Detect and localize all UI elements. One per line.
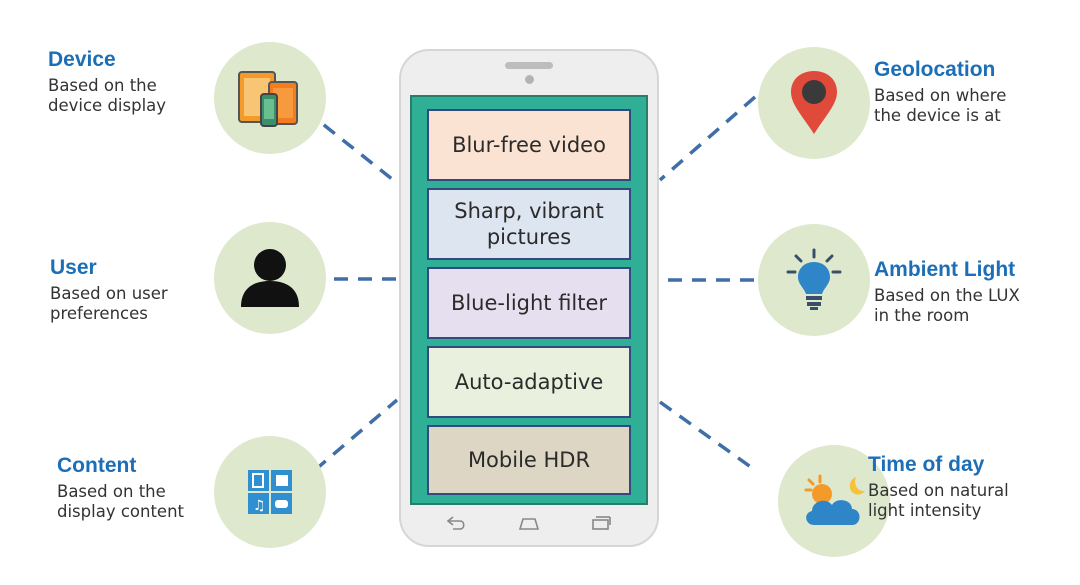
factor-content: Content Based on the display content [57, 454, 184, 522]
feature-box: Sharp, vibrant pictures [427, 188, 631, 260]
feature-label: Auto-adaptive [454, 370, 604, 394]
person-icon [241, 249, 299, 307]
content-circle: ♫ [214, 436, 326, 548]
home-icon[interactable] [517, 513, 541, 533]
factor-user: User Based on user preferences [50, 256, 168, 324]
lightbulb-icon [786, 248, 842, 310]
factor-title: Geolocation [874, 58, 996, 81]
feature-box: Auto-adaptive [427, 346, 631, 418]
user-circle [214, 222, 326, 334]
feature-label: Mobile HDR [467, 448, 591, 472]
connector-geolocation [658, 95, 757, 182]
feature-box: Blue-light filter [427, 267, 631, 339]
phone-screen: Blur-free video Sharp, vibrant pictures … [410, 95, 648, 505]
factor-description-line: Based on natural [868, 481, 1009, 500]
factor-title: Device [48, 48, 116, 71]
factor-description-line: device display [48, 96, 167, 115]
factor-device: Device Based on the device display [48, 48, 166, 116]
factor-description-line: Based on the [57, 482, 166, 501]
media-content-icon: ♫ [248, 470, 292, 514]
time-of-day-circle [778, 445, 890, 557]
factor-geolocation: Geolocation Based on where the device is… [874, 58, 1006, 126]
feature-box: Mobile HDR [427, 425, 631, 495]
factor-description-line: light intensity [868, 501, 982, 520]
factor-title: User [50, 256, 97, 279]
factor-description-line: Based on user [50, 284, 168, 303]
geolocation-circle [758, 47, 870, 159]
factor-description-line: preferences [50, 304, 148, 323]
svg-text:♫: ♫ [253, 498, 266, 514]
phone-speaker [505, 62, 553, 69]
factor-description-line: Based on where [874, 86, 1007, 105]
factor-title: Time of day [868, 453, 985, 476]
feature-box: Blur-free video [427, 109, 631, 181]
factor-description-line: display content [57, 502, 185, 521]
factor-time-of-day: Time of day Based on natural light inten… [868, 453, 1009, 521]
factor-title: Content [57, 454, 137, 477]
phone-camera [525, 75, 534, 84]
factor-ambient-light: Ambient Light Based on the LUX in the ro… [874, 258, 1020, 326]
factor-description-line: Based on the LUX [874, 286, 1020, 305]
feature-label: Blur-free video [452, 133, 606, 157]
sun-cloud-icon [804, 474, 865, 525]
ambient-light-circle [758, 224, 870, 336]
factor-description-line: Based on the [48, 76, 157, 95]
phone-nav-bar [401, 513, 657, 541]
feature-label: Blue-light filter [450, 291, 608, 315]
devices-icon [238, 71, 298, 127]
recents-icon[interactable] [589, 513, 613, 533]
factor-title: Ambient Light [874, 258, 1016, 281]
back-icon[interactable] [445, 513, 469, 533]
device-circle [214, 42, 326, 154]
connector-content [313, 398, 399, 472]
smartphone: Blur-free video Sharp, vibrant pictures … [399, 49, 659, 547]
factor-description-line: in the room [874, 306, 970, 325]
map-pin-icon [791, 71, 837, 134]
feature-label: Sharp, vibrant pictures [454, 199, 604, 249]
connector-time [658, 400, 757, 472]
factor-description-line: the device is at [874, 106, 1001, 125]
